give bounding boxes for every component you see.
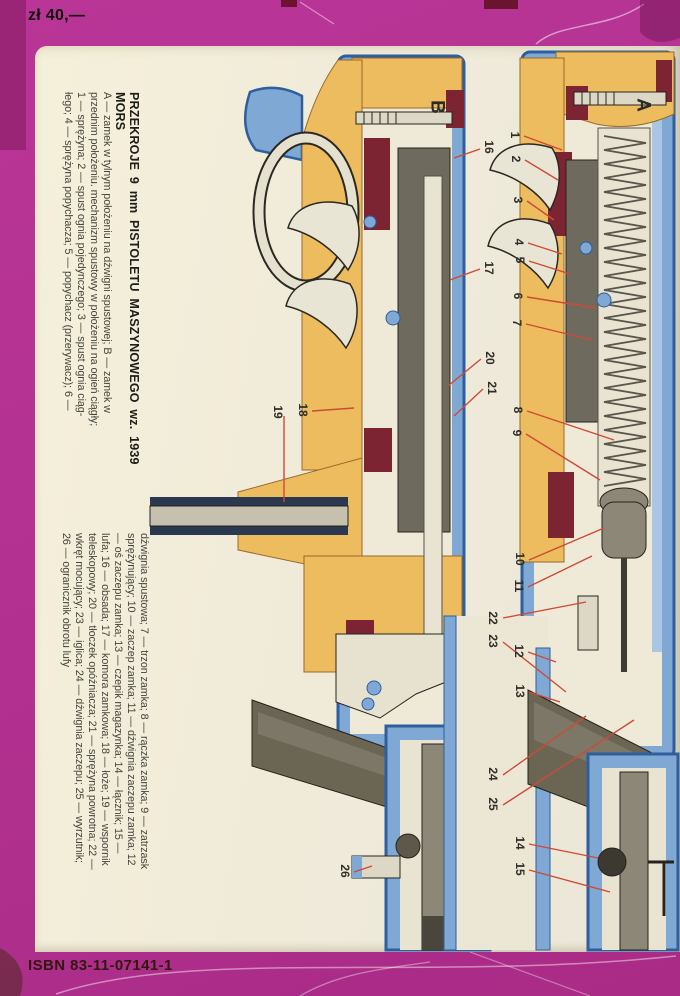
leader-lines — [283, 135, 635, 893]
part-label-5: 5 — [513, 256, 527, 264]
part-label-25: 25 — [486, 797, 500, 811]
caption-left-line3: 1 — sprężyna; 2 — spust ognia pojedyncze… — [75, 92, 87, 417]
figure-label-a: A — [632, 98, 654, 112]
gun-a-diagram — [443, 50, 680, 952]
price-label: zł 40,— — [28, 7, 86, 24]
caption-right-line4: lufa; 16 — obsada; 17 — komora zamkowa; … — [99, 533, 111, 866]
figure-label-b: B — [426, 100, 448, 114]
part-label-10: 10 — [513, 552, 527, 566]
part-label-2: 2 — [509, 155, 523, 163]
caption-right-line3: — oś zaczepu zamka; 13 — czepik magazynk… — [112, 533, 124, 854]
part-label-8: 8 — [511, 406, 525, 414]
caption-left-line4: łego; 4 — sprężyna popychacza; 5 — popyc… — [62, 92, 74, 411]
isbn-label: ISBN 83-11-07141-1 — [28, 957, 173, 974]
cover-title-line1: PRZEKROJE 9 mm PISTOLETU MASZYNOWEGO wz.… — [127, 92, 141, 465]
part-label-22: 22 — [486, 611, 500, 625]
part-label-19: 19 — [271, 405, 285, 419]
caption-left-line2: przednim położeniu. mechanizm spustowy w… — [88, 92, 100, 427]
part-label-11: 11 — [512, 579, 526, 593]
part-label-13: 13 — [513, 684, 527, 698]
part-label-26: 26 — [338, 864, 352, 878]
part-label-4: 4 — [512, 238, 526, 246]
part-label-7: 7 — [510, 319, 524, 327]
part-label-18: 18 — [296, 403, 310, 417]
part-label-12: 12 — [512, 644, 526, 658]
cover-title-line2: MORS — [113, 92, 127, 131]
caption-left-line1: A — zamek w tylnym położeniu na dźwigni … — [101, 92, 113, 413]
caption-right-line7: 26 — ogranicznik obrotu lufy — [60, 533, 72, 668]
part-label-16: 16 — [482, 140, 496, 154]
part-label-14: 14 — [513, 836, 527, 850]
part-label-9: 9 — [510, 429, 524, 437]
caption-right-line5: teleskopowy; 20 — tłoczek opóźniacza; 21… — [86, 533, 98, 870]
part-label-15: 15 — [513, 862, 527, 876]
part-label-20: 20 — [483, 351, 497, 365]
caption-parts-block: dźwignia spustowa; 7 — trzon zamka; 8 — … — [58, 533, 150, 947]
part-label-3: 3 — [511, 196, 525, 204]
part-label-1: 1 — [508, 131, 522, 139]
gun-b-diagram — [149, 54, 492, 952]
caption-right-line6: wkręt mocujący; 23 — iglica; 24 — dźwign… — [73, 533, 85, 863]
part-label-23: 23 — [486, 634, 500, 648]
part-label-24: 24 — [486, 767, 500, 781]
caption-right-line2: sprężynujący; 10 — zaczep zamka; 11 — dź… — [125, 533, 137, 866]
part-label-6: 6 — [511, 292, 525, 300]
caption-right-line1: dźwignia spustowa; 7 — trzon zamka; 8 — … — [138, 533, 150, 870]
caption-title-block: PRZEKROJE 9 mm PISTOLETU MASZYNOWEGO wz.… — [61, 92, 141, 538]
part-label-17: 17 — [482, 261, 496, 275]
part-label-21: 21 — [485, 381, 499, 395]
